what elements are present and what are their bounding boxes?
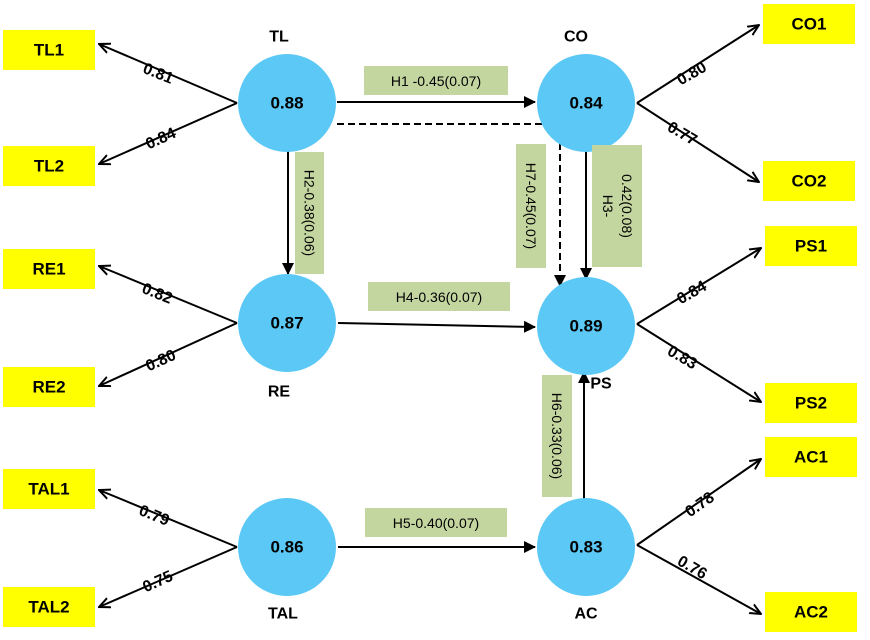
loading-label-re1: 0.82 xyxy=(139,280,174,307)
path-label-h6: H6-0.33(0.06) xyxy=(542,375,572,497)
loading-label-tl2: 0.84 xyxy=(143,125,178,153)
indicator-tl2: TL2 xyxy=(3,146,95,186)
svg-text:0.89: 0.89 xyxy=(569,317,602,336)
indicator-tal2: TAL2 xyxy=(3,587,95,627)
svg-text:TAL2: TAL2 xyxy=(28,598,69,617)
indicator-tal1: TAL1 xyxy=(3,469,95,509)
svg-text:TL2: TL2 xyxy=(34,157,64,176)
indicator-re1: RE1 xyxy=(3,249,95,289)
svg-text:0.42(0.08): 0.42(0.08) xyxy=(619,174,635,238)
svg-text:AC2: AC2 xyxy=(794,603,828,622)
svg-text:AC1: AC1 xyxy=(794,448,828,467)
svg-text:H1 -0.45(0.07): H1 -0.45(0.07) xyxy=(391,73,481,89)
latent-name-tal: TAL xyxy=(268,606,298,623)
svg-text:PS2: PS2 xyxy=(795,394,827,413)
svg-text:TAL1: TAL1 xyxy=(28,480,69,499)
latent-name-ac: AC xyxy=(574,606,598,623)
svg-text:H5-0.40(0.07): H5-0.40(0.07) xyxy=(393,515,479,531)
latent-co: 0.84 xyxy=(537,54,635,152)
loading-arrow-ac1 xyxy=(636,459,761,546)
loading-arrow-tal2 xyxy=(99,546,238,607)
svg-text:PS1: PS1 xyxy=(795,237,827,256)
loading-arrow-tl1 xyxy=(99,44,238,104)
loading-arrow-ps1 xyxy=(636,248,761,325)
indicator-co2: CO2 xyxy=(763,161,855,201)
svg-text:0.88: 0.88 xyxy=(270,94,303,113)
indicator-re2: RE2 xyxy=(3,367,95,407)
loading-arrow-co2 xyxy=(636,102,759,182)
svg-text:0.84: 0.84 xyxy=(569,94,603,113)
latent-ac: 0.83 xyxy=(537,498,635,596)
svg-text:CO1: CO1 xyxy=(792,15,827,34)
svg-text:0.83: 0.83 xyxy=(569,538,602,557)
svg-text:H6-0.33(0.06): H6-0.33(0.06) xyxy=(549,393,565,479)
loading-label-re2: 0.80 xyxy=(143,347,178,375)
indicator-ps2: PS2 xyxy=(765,383,857,423)
loading-label-ps2: 0.83 xyxy=(664,343,700,373)
latent-tal: 0.86 xyxy=(238,498,336,596)
loading-label-ac2: 0.76 xyxy=(674,553,710,583)
loading-label-tal2: 0.75 xyxy=(140,568,175,596)
loading-arrow-re1 xyxy=(99,266,238,324)
path-label-h2: H2-0.38(0.06) xyxy=(295,152,324,274)
indicator-ac1: AC1 xyxy=(765,437,857,477)
latent-re: 0.87 xyxy=(238,274,336,372)
loading-label-tl1: 0.81 xyxy=(140,60,175,87)
svg-text:RE2: RE2 xyxy=(32,378,65,397)
loading-label-co2: 0.77 xyxy=(664,119,700,149)
svg-text:H4-0.36(0.07): H4-0.36(0.07) xyxy=(396,289,482,305)
latent-name-re: RE xyxy=(268,384,291,401)
path-label-h5: H5-0.40(0.07) xyxy=(365,508,507,537)
svg-text:H3-: H3- xyxy=(600,195,616,218)
latent-name-co: CO xyxy=(564,29,588,46)
path-arrow-h4 xyxy=(337,320,536,333)
svg-text:0.87: 0.87 xyxy=(270,314,303,333)
svg-text:H7-0.45(0.07): H7-0.45(0.07) xyxy=(523,163,539,249)
loading-arrow-co1 xyxy=(636,25,759,104)
loading-label-co1: 0.80 xyxy=(674,59,710,89)
loading-arrow-tl2 xyxy=(99,102,238,164)
indicator-ps1: PS1 xyxy=(765,226,857,266)
svg-text:RE1: RE1 xyxy=(32,260,65,279)
path-label-h7: H7-0.45(0.07) xyxy=(516,144,546,268)
path-label-h4: H4-0.36(0.07) xyxy=(368,282,510,311)
latent-name-ps: PS xyxy=(590,376,612,393)
loading-arrow-tal1 xyxy=(99,490,238,548)
loading-arrow-re2 xyxy=(99,322,238,386)
latent-ps: 0.89 xyxy=(537,277,635,375)
path-label-h3: H3- 0.42(0.08) xyxy=(592,145,642,267)
indicator-tl1: TL1 xyxy=(3,30,95,70)
indicator-ac2: AC2 xyxy=(765,592,857,632)
loading-label-tal1: 0.79 xyxy=(136,502,171,529)
loading-arrow-ps2 xyxy=(636,323,761,402)
svg-text:TL1: TL1 xyxy=(34,41,64,60)
latent-tl: 0.88 xyxy=(238,54,336,152)
svg-text:0.86: 0.86 xyxy=(270,538,303,557)
svg-text:CO2: CO2 xyxy=(792,172,827,191)
indicator-co1: CO1 xyxy=(763,4,855,44)
latent-name-tl: TL xyxy=(269,29,289,46)
svg-text:H2-0.38(0.06): H2-0.38(0.06) xyxy=(302,170,318,256)
path-label-h1: H1 -0.45(0.07) xyxy=(364,66,508,95)
loading-arrow-ac2 xyxy=(636,544,761,614)
